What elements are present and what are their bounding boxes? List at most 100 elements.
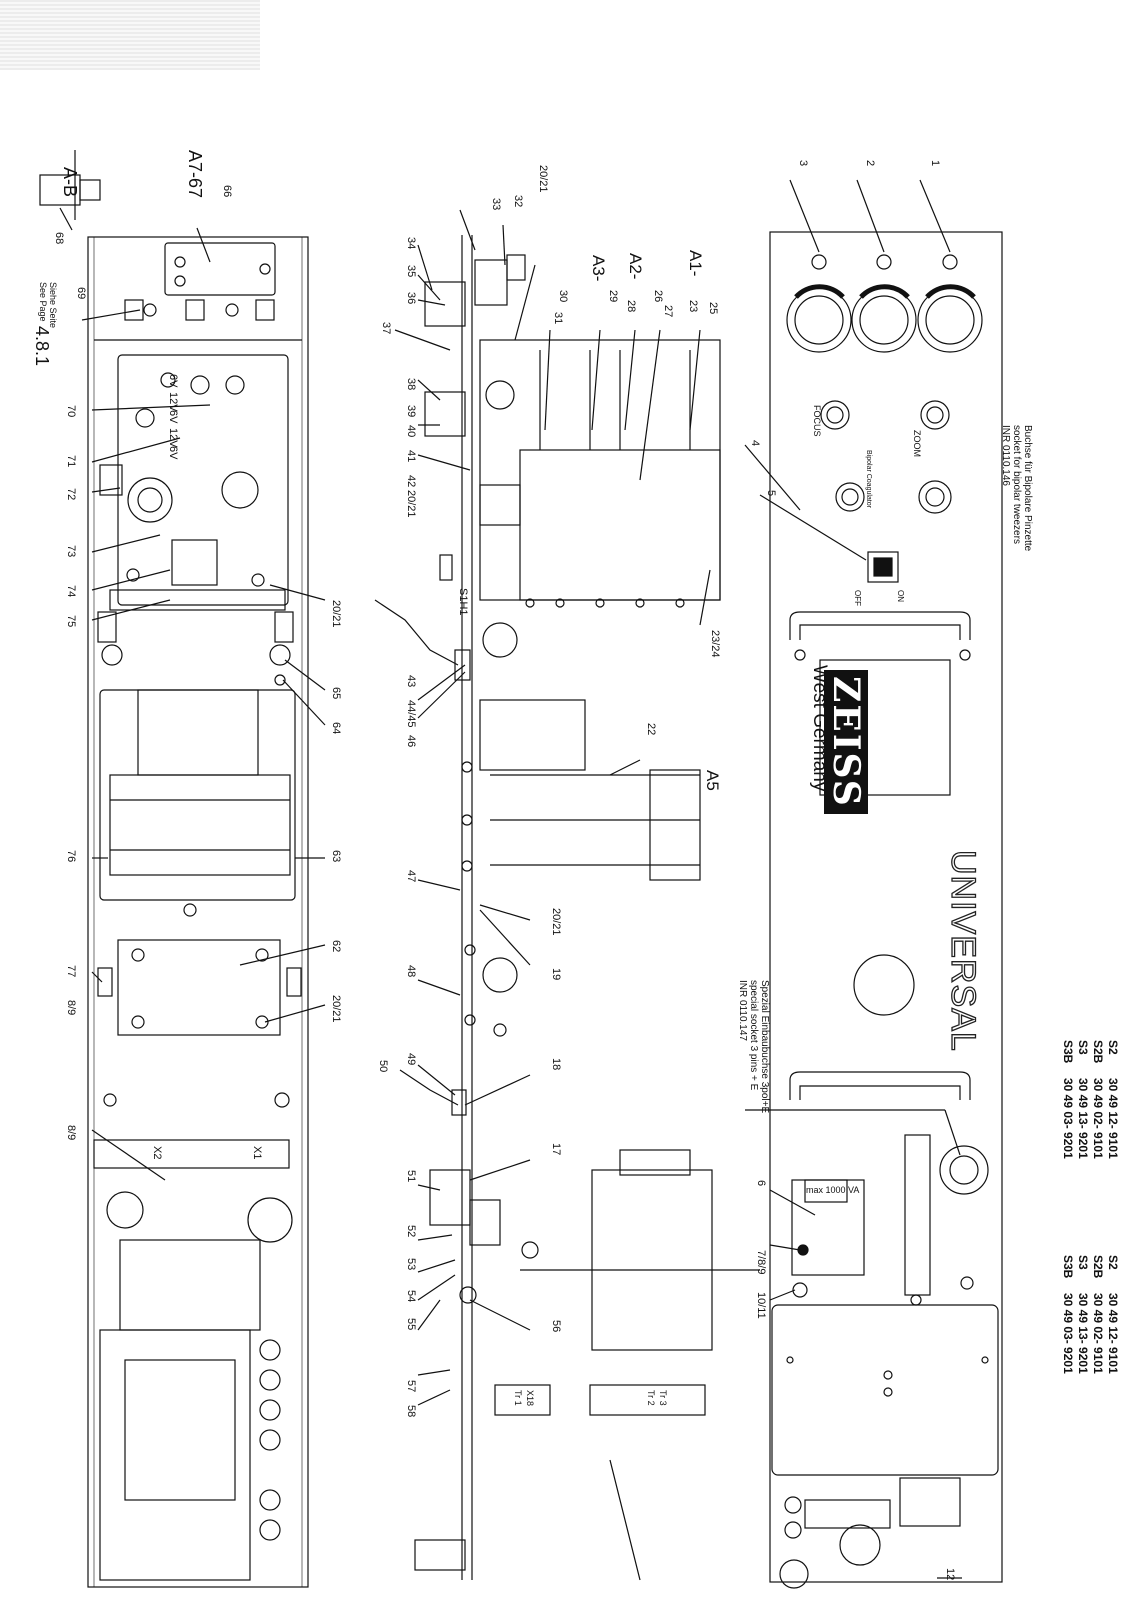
callout-mid-47: 47 (405, 870, 417, 882)
bipolar-socket-en: socket for bipolar tweezers (1011, 425, 1022, 544)
callout-left-72: 72 (65, 488, 77, 500)
middle-chassis (374, 209, 760, 1581)
callout-panel-6: 6 (755, 1180, 767, 1186)
callout-mid-37: 37 (380, 322, 392, 334)
part-row: S230 49 12- 9101 (1106, 1040, 1120, 1159)
zoom-label: ZOOM (912, 430, 922, 457)
voltage-label-6v: 6V (167, 374, 179, 388)
callout-left-69: 69 (75, 287, 87, 299)
assembly-label-a2: A2- (626, 253, 645, 280)
callout-mid-58: 58 (405, 1405, 417, 1417)
callout-left-73: 73 (65, 545, 77, 557)
callout-mid-56: 56 (550, 1320, 562, 1332)
part-row: S2B30 49 02- 9101 (1091, 1255, 1105, 1374)
fuse-column (259, 1339, 281, 1541)
part-row: S330 49 13- 9201 (1076, 1255, 1090, 1374)
callout-mid-54: 54 (405, 1290, 417, 1302)
socket-max-label: max 1000 VA (806, 1185, 860, 1195)
callout-left-20-21: 20/21 (330, 600, 342, 628)
transformer-label-tr3: Tr 3 (658, 1390, 668, 1406)
callout-indicator-3: 3 (797, 160, 809, 166)
callout-panel-12: 12 (944, 1568, 956, 1580)
callout-left-64: 64 (330, 722, 342, 734)
callout-left-76: 76 (65, 850, 77, 862)
callout-mid-44-45: 44/45 (405, 700, 417, 728)
focus-label: FOCUS (812, 405, 822, 437)
callout-mid-53: 53 (405, 1258, 417, 1270)
special-socket-de: Spezial Einbaubuchse 3pol+E (759, 980, 770, 1114)
callout-indicator-2: 2 (864, 160, 876, 166)
callout-mid-28: 28 (625, 300, 637, 312)
callout-mid-20-21: 20/21 (537, 165, 549, 193)
callout-mid-30: 30 (557, 290, 569, 302)
callout-mid-33: 33 (490, 198, 502, 210)
part-row: S3B30 49 03- 9201 (1061, 1040, 1075, 1159)
callout-mid-26: 26 (652, 290, 664, 302)
callout-left-74: 74 (65, 585, 77, 597)
callout-mid-35: 35 (405, 265, 417, 277)
transformer-label-tr2: Tr 2 (646, 1390, 656, 1406)
switch-off-label: OFF (853, 590, 862, 606)
callout-mid-49: 49 (405, 1053, 417, 1065)
part-row: S3B30 49 03- 9201 (1061, 1255, 1075, 1374)
assembly-label-a1: A1- (686, 250, 705, 277)
callout-left-62: 62 (330, 940, 342, 952)
switch-on-label: ON (896, 590, 905, 602)
callout-mid-19: 19 (550, 968, 562, 980)
callout-left-71: 71 (65, 455, 77, 467)
callout-switch-4: 4 (749, 440, 761, 446)
assembly-label-a3: A3- (589, 255, 608, 282)
callout-mid-20-21: 20/21 (405, 490, 417, 518)
callout-mid-57: 57 (405, 1380, 417, 1392)
voltage-label-6v: 6V (167, 410, 179, 424)
callout-mid-23-24: 23/24 (709, 630, 721, 658)
transformer-label-x18: X18 (525, 1390, 535, 1407)
zeiss-logo-text: ZEISS (824, 670, 868, 814)
transformer-label-tr1: Tr 1 (513, 1390, 523, 1406)
callout-mid-17: 17 (550, 1143, 562, 1155)
callout-mid-38: 38 (405, 378, 417, 390)
callout-mid-50: 50 (377, 1060, 389, 1072)
page-ref: 4.8.1 (32, 326, 52, 367)
special-socket-en: special socket 3 pins + E (748, 980, 759, 1091)
callout-mid-43: 43 (405, 675, 417, 687)
callout-mid-55: 55 (405, 1318, 417, 1330)
section-label-a-b: A-B (60, 167, 80, 198)
callout-mid-51: 51 (405, 1170, 417, 1182)
scan-artifact (0, 0, 260, 70)
callout-mid-s1h1: S1H1 (457, 588, 469, 616)
voltage-label-12v: 12V (167, 392, 179, 412)
callout-left-20-21: 20/21 (330, 995, 342, 1023)
callout-left-75: 75 (65, 615, 77, 627)
callout-switch-5: 5 (765, 490, 777, 496)
callout-left-8-9: 8/9 (65, 1000, 77, 1015)
callout-mid-20-21: 20/21 (550, 908, 562, 936)
callout-left-63: 63 (330, 850, 342, 862)
bipolar-socket-inr: INR 0110.146 (1000, 425, 1011, 486)
callout-mid-27: 27 (662, 305, 674, 317)
coagulator-title: Bipolar Coagulator (865, 450, 872, 508)
callout-mid-18: 18 (550, 1058, 562, 1070)
connector-x1: X1 (251, 1146, 263, 1160)
callout-mid-48: 48 (405, 965, 417, 977)
callout-left-70: 70 (65, 405, 77, 417)
callout-mid-41: 41 (405, 450, 417, 462)
see-page-de: Siehe Seite (48, 282, 58, 329)
callout-left-65: 65 (330, 687, 342, 699)
callout-mid-25: 25 (707, 302, 719, 314)
part-numbers-top: S230 49 12- 9101 S2B30 49 02- 9101 S330 … (1060, 1040, 1120, 1159)
front-panel (744, 179, 1003, 1589)
callout-left-68: 68 (53, 232, 65, 244)
special-socket-inr: INR 0110.147 (737, 980, 748, 1041)
zeiss-logo: ZEISS (824, 670, 868, 814)
callout-left-66: 66 (221, 185, 233, 197)
callout-panel-7-8-9: 7/8/9 (755, 1250, 767, 1274)
callout-left-8-9: 8/9 (65, 1125, 77, 1140)
see-page-en: See Page (38, 282, 48, 322)
part-row: S2B30 49 02- 9101 (1091, 1040, 1105, 1159)
callout-mid-40: 40 (405, 425, 417, 437)
assembly-label-a7-67: A7-67 (185, 150, 205, 199)
bipolar-socket-de: Buchse für Bipolare Pinzette (1022, 425, 1033, 552)
